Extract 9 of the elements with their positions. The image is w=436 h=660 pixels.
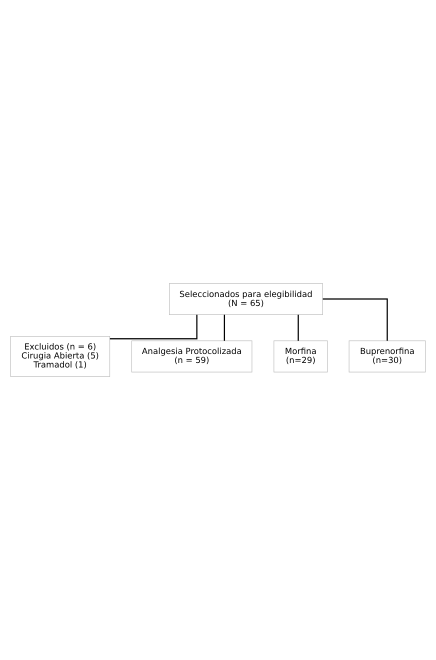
node-box: Analgesia Protocolizada (n = 59): [131, 340, 252, 372]
node-box: Morfina (n=29): [274, 340, 328, 372]
node-box: Seleccionados para elegibilidad (N = 65): [169, 283, 323, 315]
connector: [224, 314, 226, 341]
node-box: Buprenorfina (n=30): [348, 340, 426, 372]
connector: [298, 314, 299, 341]
node-box: Excluidos (n = 6) Cirugia Abierta (5) Tramadol (1): [10, 336, 110, 377]
connector: [110, 314, 198, 340]
connector: [322, 298, 388, 341]
